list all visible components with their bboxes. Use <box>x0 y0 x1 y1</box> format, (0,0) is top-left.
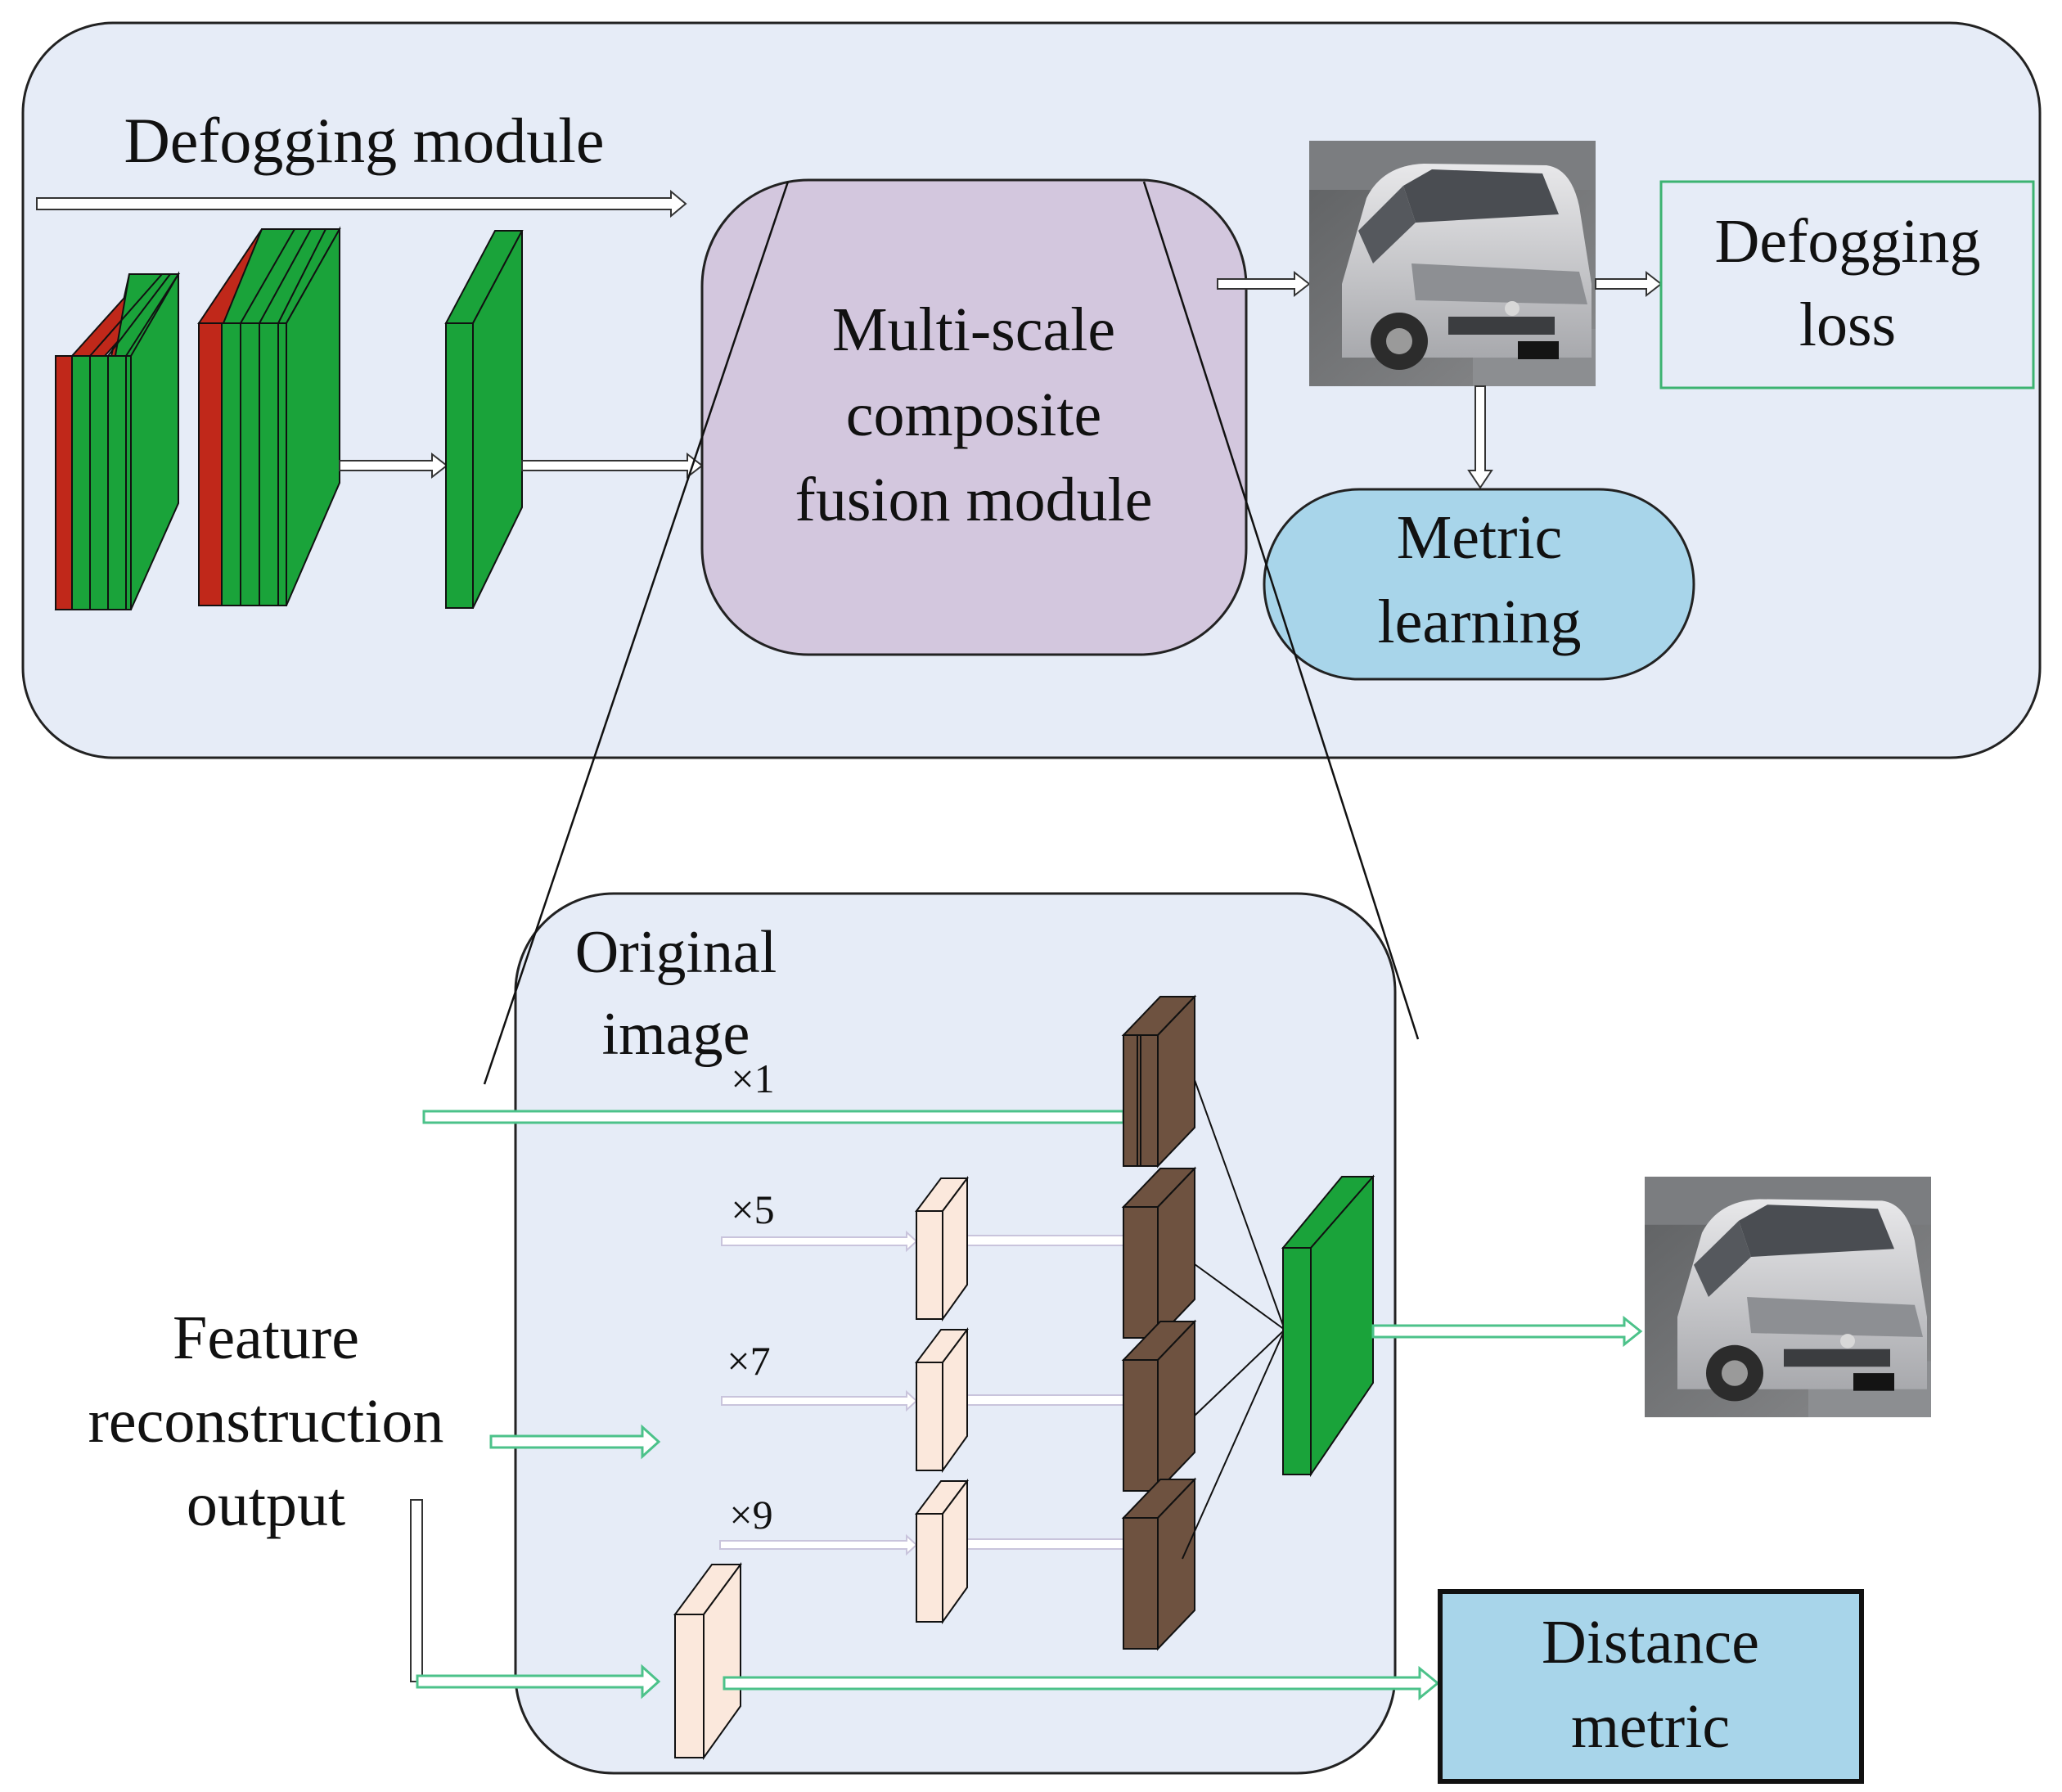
arrow-stack-to-conv <box>339 452 448 480</box>
metric-learning-line2: learning <box>1377 588 1581 656</box>
feature-reconstruction-line2: reconstruction <box>88 1387 444 1456</box>
defogging-module-arrow <box>36 189 687 218</box>
car-photo-icon <box>1309 141 1596 386</box>
metric-learning-box <box>1263 488 1695 681</box>
arrow-to-distance-metric <box>723 1665 1440 1701</box>
defogging-loss-box <box>1659 180 2035 389</box>
dilated-conv-x9 <box>915 1479 969 1625</box>
arrow-feature-into-panel <box>489 1424 661 1460</box>
dilated-conv-x7 <box>915 1327 969 1474</box>
metric-learning-line1: Metric <box>1397 503 1563 572</box>
arrow-x1-branch <box>422 1110 1125 1124</box>
defogging-loss-line1: Defogging <box>1714 207 1980 276</box>
feature-reconstruction-line3: output <box>187 1470 345 1539</box>
scale-x5-label: ×5 <box>731 1186 774 1232</box>
fusion-label-line3: fusion module <box>795 466 1153 534</box>
distance-metric-box <box>1438 1589 1864 1784</box>
scale-x9-label: ×9 <box>729 1492 772 1538</box>
branch-conv-x1 <box>1121 994 1197 1168</box>
arrow-image-to-metric <box>1467 385 1493 489</box>
defogging-loss-line2: loss <box>1799 290 1896 359</box>
bottom-conv-block <box>673 1561 742 1761</box>
zoom-line-left <box>483 181 790 1085</box>
conv-block-stack-2 <box>197 226 341 606</box>
fusion-label-line2: composite <box>846 380 1101 449</box>
distance-metric-line1: Distance <box>1542 1608 1759 1677</box>
scale-x1-label: ×1 <box>731 1056 774 1101</box>
defogging-module-label: Defogging module <box>124 105 604 176</box>
original-image-line1: Original <box>575 919 777 986</box>
arrow-conv-to-fusion <box>521 452 704 480</box>
arrow-fusion-to-image <box>1217 270 1311 298</box>
fused-conv-block <box>1281 1174 1375 1478</box>
arrow-bottom-path <box>410 1499 661 1700</box>
distance-metric-line2: metric <box>1571 1692 1730 1761</box>
arrow-fused-to-output <box>1371 1315 1643 1348</box>
conv-block-single <box>444 230 524 609</box>
conv-block-stack-1 <box>54 271 181 610</box>
scale-x7-label: ×7 <box>727 1338 770 1384</box>
branch-conv-x9 <box>1121 1477 1197 1651</box>
dilated-conv-x5 <box>915 1176 969 1322</box>
fusion-label-line1: Multi-scale <box>832 295 1115 364</box>
original-image-line2: image <box>602 1001 750 1068</box>
fusion-connector-lines <box>1182 1079 1285 1560</box>
output-car-photo-icon <box>1645 1177 1931 1417</box>
arrow-image-to-loss <box>1595 270 1663 298</box>
branch-conv-x7 <box>1121 1319 1197 1493</box>
feature-reconstruction-line1: Feature <box>173 1303 359 1372</box>
zoom-line-right <box>1142 181 1420 1040</box>
branch-conv-x5 <box>1121 1166 1197 1340</box>
fusion-module-box <box>700 178 1248 656</box>
